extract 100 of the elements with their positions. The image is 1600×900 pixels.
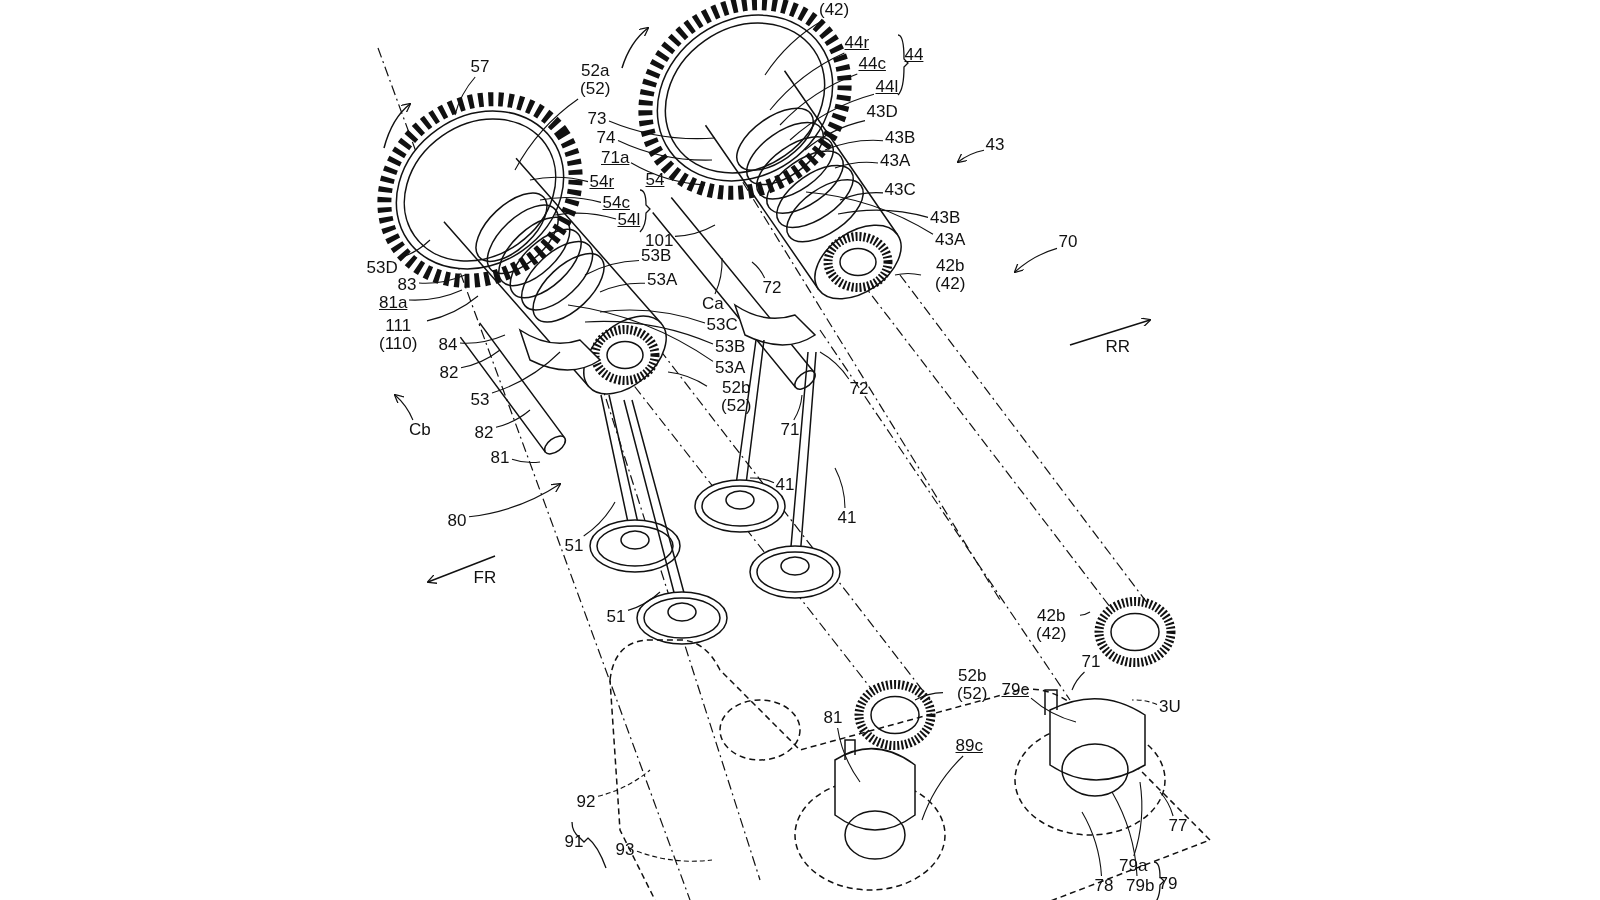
reference-numeral: 52a (52): [567, 62, 624, 98]
reference-numeral: 77: [1167, 817, 1189, 835]
arrow: [468, 482, 562, 518]
reference-numeral: 72: [761, 279, 783, 297]
leader-line: [491, 351, 561, 394]
reference-numeral: 54: [644, 171, 666, 189]
reference-numeral: 91: [563, 833, 585, 851]
leader-line: [1081, 811, 1103, 877]
reference-numeral: 44r: [843, 34, 871, 52]
leader-line: [584, 320, 714, 345]
leader-line: [426, 295, 479, 322]
reference-numeral: 43B: [884, 129, 917, 147]
reference-numeral: 93: [614, 841, 636, 859]
reference-numeral: 41: [836, 509, 858, 527]
leader-line: [793, 394, 803, 421]
leader-line: [1133, 781, 1143, 857]
reference-numeral: 44c: [857, 55, 887, 73]
reference-numeral: 53C: [705, 316, 739, 334]
reference-numeral: 81a: [378, 294, 409, 312]
reference-numeral: 53A: [714, 359, 747, 377]
reference-numeral: 52b (52): [944, 667, 1001, 703]
leader-line: [511, 458, 541, 464]
reference-numeral: 71a: [600, 149, 631, 167]
reference-numeral: Cb: [408, 421, 432, 439]
leader-line: [597, 769, 651, 797]
direction-label: RR: [1104, 338, 1132, 356]
reference-numeral: 43A: [879, 152, 912, 170]
leader-line: [617, 139, 713, 161]
reference-numeral: 44l: [874, 78, 900, 96]
direction-label: FR: [472, 569, 498, 587]
reference-numeral: 92: [575, 793, 597, 811]
leader-line: [529, 176, 589, 183]
leader-line: [599, 309, 706, 324]
leader-line: [837, 727, 861, 783]
reference-numeral: 53: [469, 391, 491, 409]
leader-line: [839, 192, 884, 201]
leader-line: [914, 692, 944, 701]
reference-numeral: 57: [469, 58, 491, 76]
leader-line: [789, 93, 875, 141]
leader-line: [583, 501, 616, 537]
reference-numeral: 73: [586, 110, 608, 128]
leader-line: [630, 162, 706, 186]
leader-line: [764, 19, 824, 76]
reference-numeral: 81: [822, 709, 844, 727]
reference-numeral: 42b (42): [922, 257, 979, 293]
reference-numeral: 81: [489, 449, 511, 467]
leader-line: [454, 76, 476, 116]
reference-numeral: 53D: [365, 259, 399, 277]
leader-line: [514, 98, 579, 171]
reference-numeral: 72: [848, 380, 870, 398]
reference-numeral: 83: [396, 276, 418, 294]
reference-numeral: 54r: [588, 173, 616, 191]
reference-numeral: 41: [774, 476, 796, 494]
leader-line: [921, 755, 964, 821]
leader-line: [408, 289, 463, 301]
reference-numeral: 82: [438, 364, 460, 382]
leader-line: [1159, 791, 1174, 817]
leader-line: [805, 191, 934, 235]
reference-numeral: 70: [1057, 233, 1079, 251]
reference-numeral: 101: [644, 232, 675, 250]
leader-line: [636, 850, 713, 862]
arrow: [1013, 247, 1058, 274]
reference-numeral: 54l: [616, 211, 642, 229]
leader-line: [1079, 611, 1091, 616]
reference-numeral: 3U: [1158, 698, 1182, 716]
leader-line: [674, 224, 716, 237]
reference-numeral: 42b (42): [1023, 607, 1080, 643]
leader-line: [834, 161, 879, 169]
arrow: [393, 393, 414, 421]
arrow: [956, 149, 985, 164]
leader-line: [599, 282, 646, 293]
reference-numeral: 89c: [954, 737, 984, 755]
leader-line: [834, 467, 846, 509]
reference-numeral: Ca: [701, 295, 725, 313]
leader-line: [460, 349, 501, 369]
leader-line: [459, 334, 506, 344]
leader-line: [804, 120, 866, 151]
reference-numeral: 51: [605, 608, 627, 626]
leader-line: [539, 196, 602, 203]
leader-line: [751, 261, 766, 279]
leader-line: [608, 120, 716, 140]
leader-line: [824, 139, 884, 151]
leader-line: [749, 477, 775, 484]
reference-numeral: 53B: [714, 338, 747, 356]
leader-line: [819, 351, 850, 380]
reference-numeral: 71: [1080, 653, 1102, 671]
reference-numeral: 44: [903, 46, 925, 64]
leader-line: [837, 209, 929, 218]
reference-numeral: 53A: [646, 271, 679, 289]
leader-line: [418, 274, 466, 284]
leader-line: [495, 409, 531, 428]
reference-numeral: (42): [818, 1, 851, 19]
reference-numeral: 43C: [883, 181, 917, 199]
reference-numeral: 43: [984, 136, 1006, 154]
reference-numeral: 43D: [865, 103, 899, 121]
reference-numeral: 71: [779, 421, 801, 439]
leader-line: [667, 371, 708, 387]
reference-numeral: 78: [1093, 877, 1115, 895]
reference-numeral: 80: [446, 512, 468, 530]
reference-numeral: 111 (110): [370, 317, 427, 353]
